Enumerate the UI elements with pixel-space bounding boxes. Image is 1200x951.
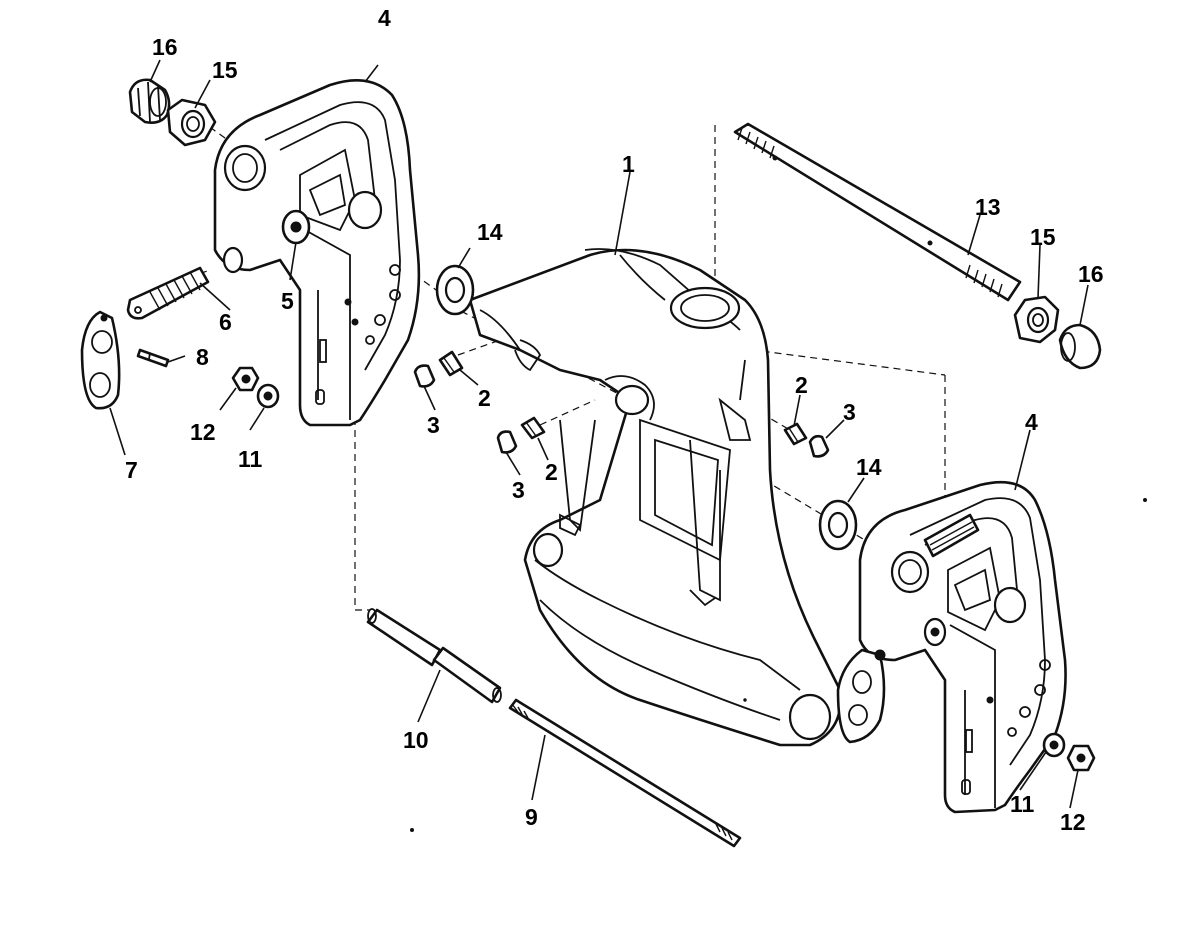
speck — [743, 698, 747, 702]
callout-numbers: 1 2 2 2 3 3 3 4 4 5 6 7 8 9 10 11 11 12 … — [125, 5, 1104, 835]
callout-4a: 4 — [378, 5, 391, 31]
callout-12a: 12 — [190, 419, 216, 445]
thrust-washer-upper — [435, 264, 475, 316]
callout-11a: 11 — [238, 446, 263, 472]
callout-11b: 11 — [1010, 791, 1035, 817]
bushing-lower — [432, 646, 502, 704]
tilt-stop-rod — [508, 698, 742, 848]
bushing-upper — [366, 608, 442, 667]
callout-2c: 2 — [795, 372, 808, 398]
grease-fitting-1 — [438, 350, 464, 377]
callout-10: 10 — [403, 727, 429, 753]
clamp-pad-right — [836, 648, 886, 744]
callout-2a: 2 — [478, 385, 491, 411]
callout-15b: 15 — [1030, 224, 1056, 250]
speck — [1143, 498, 1147, 502]
callout-14b: 14 — [856, 454, 882, 480]
clamp-bracket-right — [858, 480, 1067, 814]
locknut-left — [231, 366, 260, 392]
grease-fitting-3 — [783, 422, 808, 446]
callout-5: 5 — [281, 288, 294, 314]
callout-6: 6 — [219, 309, 232, 335]
speck — [410, 828, 414, 832]
washer-right — [1042, 732, 1066, 758]
swivel-bracket — [468, 248, 842, 747]
callout-2b: 2 — [545, 459, 558, 485]
callout-9: 9 — [525, 804, 538, 830]
callout-1: 1 — [622, 151, 635, 177]
hex-nut-right — [1013, 295, 1060, 344]
callout-3b: 3 — [512, 477, 525, 503]
callout-4b: 4 — [1025, 409, 1038, 435]
fitting-cap-2 — [496, 430, 518, 454]
locknut-right — [1066, 744, 1096, 772]
callout-7: 7 — [125, 457, 138, 483]
thrust-washer-lower — [818, 499, 858, 551]
cap-nut-left — [128, 78, 171, 124]
hex-nut-left — [166, 98, 217, 147]
callout-3a: 3 — [427, 412, 440, 438]
cap-nut-right — [1058, 323, 1102, 370]
fitting-cap-1 — [413, 364, 436, 388]
callout-12b: 12 — [1060, 809, 1086, 835]
leader-lines — [109, 59, 1089, 809]
swivel-tube — [733, 122, 1022, 302]
callout-15a: 15 — [212, 57, 238, 83]
callout-14a: 14 — [477, 219, 503, 245]
pin — [136, 348, 170, 368]
callout-13: 13 — [975, 194, 1001, 220]
clamp-screw — [126, 266, 210, 320]
clamp-pad-left — [80, 310, 121, 410]
clamp-washer — [281, 209, 311, 245]
callout-8: 8 — [196, 344, 209, 370]
grease-fitting-2 — [520, 416, 546, 440]
callout-3c: 3 — [843, 399, 856, 425]
callout-16b: 16 — [1078, 261, 1104, 287]
callout-16a: 16 — [152, 34, 178, 60]
fitting-cap-3 — [808, 434, 830, 458]
clamp-bracket-left — [213, 79, 421, 427]
washer-left — [256, 383, 280, 409]
